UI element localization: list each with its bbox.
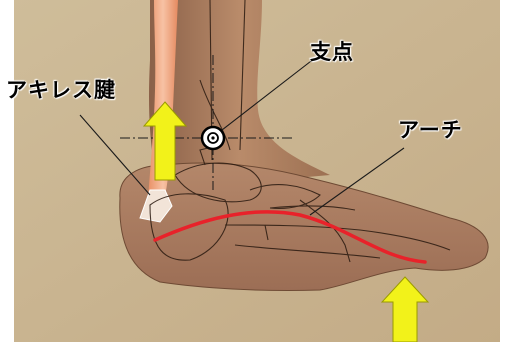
frame-right (500, 0, 512, 342)
pivot-circle-icon (202, 127, 224, 149)
label-achilles-tendon: アキレス腱 (6, 74, 116, 104)
frame-left (0, 0, 14, 342)
label-arch: アーチ (398, 114, 463, 144)
label-fulcrum: 支点 (310, 36, 354, 66)
